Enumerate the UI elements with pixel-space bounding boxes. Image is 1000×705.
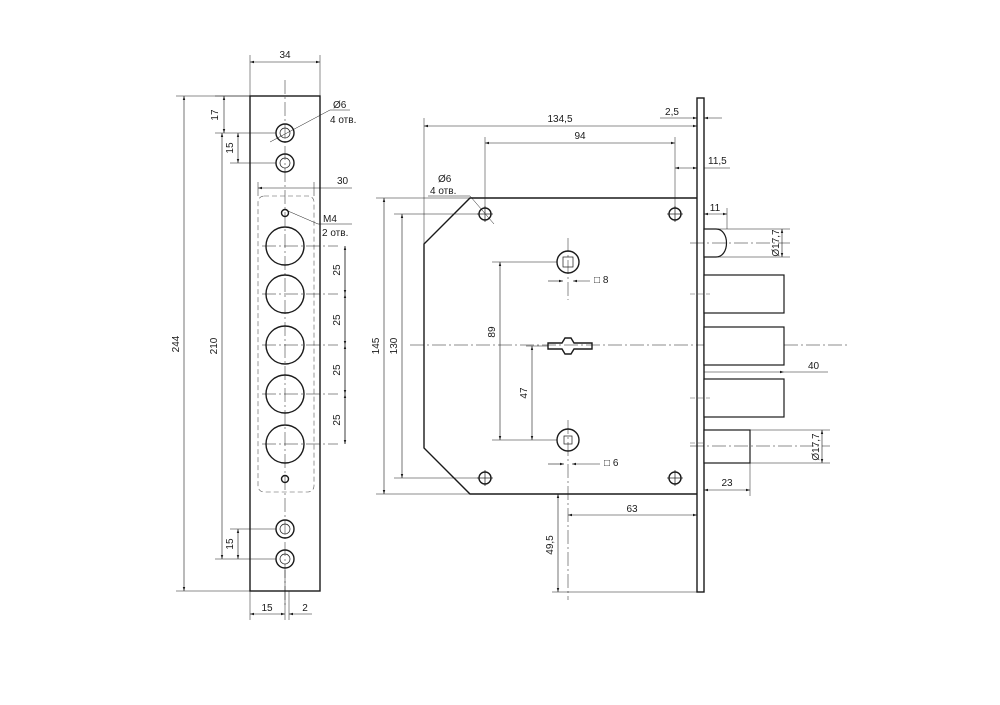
dimension-bottom-offset: 49,5 (545, 535, 556, 555)
dimension-strike-width: 34 (279, 50, 291, 61)
dimension-total-width: 134,5 (547, 114, 572, 125)
dead-bolt (703, 326, 785, 366)
threaded-hole (280, 474, 290, 484)
dimension-bolt-pitch: 25 (332, 364, 343, 376)
case-mounting-hole (667, 206, 683, 222)
dimension-faceplate-thickness: 2,5 (665, 107, 679, 118)
lock-case-outline (423, 197, 697, 495)
bottom-bolt (703, 429, 751, 464)
dimension-top-hole-pitch: 15 (225, 142, 236, 154)
dimension-spindle-distance: 89 (487, 326, 498, 338)
dimension-slot-width: 30 (337, 176, 349, 187)
strike-plate-slot (257, 195, 315, 493)
lock-body-view: 134,5 2,5 94 11,5 Ø6 4 отв. 11 Ø17,7 □ 8 (371, 97, 850, 600)
dimension-latch-offset: 11 (710, 203, 721, 214)
dimension-key-distance: 47 (519, 387, 530, 399)
dimension-bottom-left: 15 (261, 603, 273, 614)
strike-hole-diameter-label: Ø6 (333, 100, 347, 111)
dimension-latch-diameter: Ø17,7 (771, 229, 782, 257)
case-mounting-hole (667, 470, 683, 486)
dead-bolt (703, 274, 785, 314)
strike-thread-count-label: 2 отв. (322, 228, 348, 239)
dimension-bolt-pitch: 25 (332, 414, 343, 426)
dimension-bottom-bolt-diameter: Ø17,7 (811, 433, 822, 461)
dimension-total-height: 244 (171, 335, 182, 352)
dimension-front-offset: 11,5 (708, 156, 727, 167)
dimension-bolt-pitch: 25 (332, 264, 343, 276)
strike-hole-count-label: 4 отв. (330, 115, 356, 126)
dimension-inner-height: 210 (209, 337, 220, 354)
dimension-inner-height: 130 (389, 337, 400, 354)
dimension-backset: 63 (626, 504, 638, 515)
case-hole-count-label: 4 отв. (430, 186, 456, 197)
dimension-bolt-projection: 40 (808, 361, 820, 372)
case-mounting-hole (477, 470, 493, 486)
keyhole (547, 337, 593, 355)
strike-plate-view: 34 17 15 Ø6 4 отв. 30 M4 2 отв. 25 (171, 50, 356, 620)
threaded-hole (280, 208, 290, 218)
dimension-hole-spacing: 94 (574, 131, 586, 142)
case-mounting-hole (477, 206, 493, 222)
dimension-top-hole-offset: 17 (210, 109, 221, 121)
case-hole-diameter-label: Ø6 (438, 174, 452, 185)
dead-bolt (703, 378, 785, 418)
square-size-bottom-label: □ 6 (604, 458, 619, 469)
dimension-bottom-right: 2 (302, 603, 308, 614)
strike-thread-label: M4 (323, 214, 337, 225)
dimension-outer-height: 145 (371, 337, 382, 354)
square-size-top-label: □ 8 (594, 275, 609, 286)
dimension-bolt-pitch: 25 (332, 314, 343, 326)
dimension-bottom-bolt-length: 23 (721, 478, 733, 489)
dimension-bottom-hole-pitch: 15 (225, 538, 236, 550)
